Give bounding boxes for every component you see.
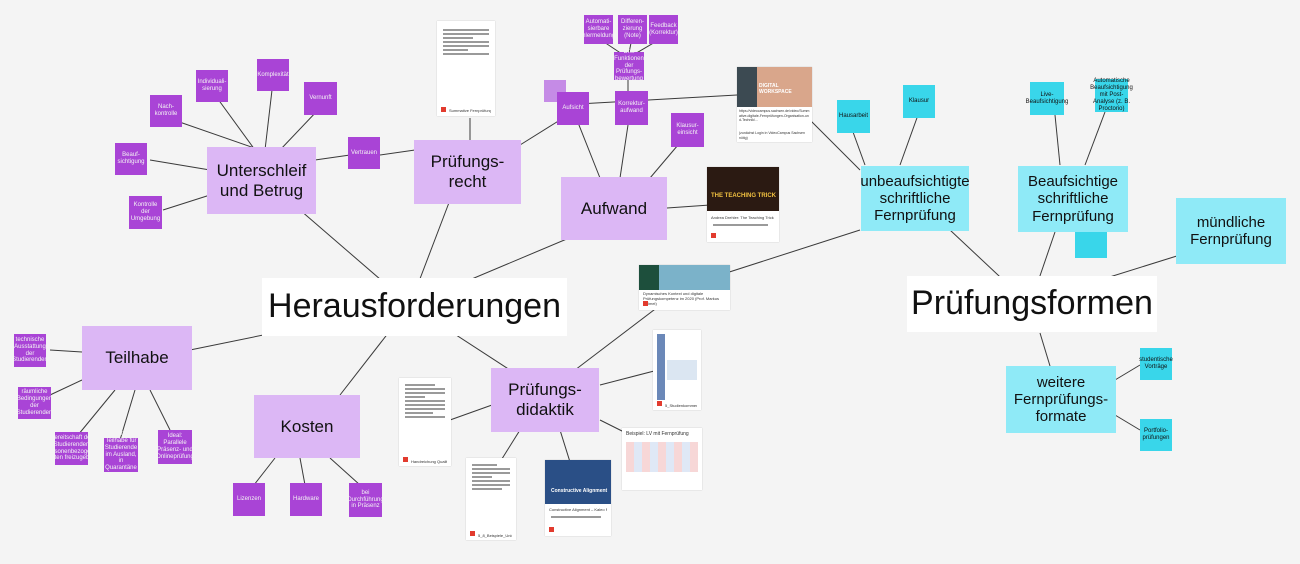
note-klausur[interactable]: Klausur bbox=[903, 85, 935, 118]
note-lizenzen[interactable]: Lizenzen bbox=[233, 483, 265, 516]
note-feedback[interactable]: Feedback (Korrektur) bbox=[649, 15, 678, 44]
topic-unbeaufsichtigt[interactable]: unbeaufsichtigte schriftliche Fernprüfun… bbox=[860, 166, 970, 231]
topic-unterschleif[interactable]: Unterschleif und Betrug bbox=[207, 147, 316, 214]
note-klausureinsicht[interactable]: Klausur-einsicht bbox=[671, 113, 704, 147]
card-lv-fernpruefung[interactable]: Beispiel: LV mit Fernprüfung bbox=[622, 428, 702, 490]
pdf-icon bbox=[441, 107, 446, 112]
topic-aufwand[interactable]: Aufwand bbox=[561, 177, 667, 240]
note-hardware[interactable]: Hardware bbox=[290, 483, 322, 516]
pdf-icon bbox=[403, 457, 408, 462]
note-portfoliopruefungen[interactable]: Portfolio-prüfungen bbox=[1140, 419, 1172, 451]
note-stack-cyan bbox=[1075, 232, 1107, 258]
video-title: Constructive Alignment bbox=[551, 488, 608, 494]
note-hausarbeit[interactable]: Hausarbeit bbox=[837, 100, 870, 133]
source-icon bbox=[711, 233, 716, 238]
note-vertrauen[interactable]: Vertrauen bbox=[348, 137, 380, 169]
topic-muendlich[interactable]: mündliche Fernprüfung bbox=[1176, 198, 1286, 264]
note-differenzierung[interactable]: Differen-zierung (Note) bbox=[618, 15, 647, 44]
note-chance-teilhabe[interactable]: Chance: Teilhabe für Studierende im Ausl… bbox=[104, 430, 138, 479]
card-digital-workspace[interactable]: DIGITAL WORKSPACE https://videocampus.sa… bbox=[737, 67, 812, 142]
topic-pruefungsrecht[interactable]: Prüfungs-recht bbox=[414, 140, 521, 204]
note-kontrolle-umgebung[interactable]: Kontrolle der Umgebung bbox=[129, 196, 162, 229]
video-thumbnail: Constructive Alignment bbox=[545, 460, 611, 504]
note-automatische-beaufsichtigung[interactable]: Automatische Beaufsichtigung mit Post-An… bbox=[1090, 78, 1133, 112]
topic-weitere-formate[interactable]: weitere Fernprüfungs-formate bbox=[1006, 366, 1116, 433]
card-caption: Summative Fernprüfung mit Mehrfach-Anti.… bbox=[449, 108, 491, 113]
note-aufsicht[interactable]: Aufsicht bbox=[557, 92, 589, 125]
videocampus-link: https://videocampus.sachsen.de/video/Sum… bbox=[739, 109, 810, 123]
card-caption: Beispiel: LV mit Fernprüfung bbox=[626, 431, 689, 437]
note-raeumliche-bedingungen[interactable]: räumliche Bedingungen der Studierenden bbox=[17, 387, 52, 419]
card-caption: Handreichung QualitFernPrüfung... bbox=[411, 459, 447, 464]
note-korrekturaufwand[interactable]: Korrektur-aufwand bbox=[615, 91, 648, 125]
topic-teilhabe[interactable]: Teilhabe bbox=[82, 326, 192, 390]
card-dynamische-kontexte[interactable]: Dynamisches Kontext und digitale Prüfung… bbox=[639, 265, 730, 310]
topic-beaufsichtigt[interactable]: Beaufsichtige schriftliche Fernprüfung bbox=[1018, 166, 1128, 232]
card-handreichung-pdf[interactable]: Handreichung QualitFernPrüfung... bbox=[399, 378, 451, 466]
card-caption: 5_8_Beispiele_Unix_Fernpruefu... bbox=[478, 533, 512, 538]
building-image bbox=[639, 265, 730, 290]
card-caption: Andrea Drehler: The Teaching Trick bbox=[711, 215, 774, 220]
card-teaching-trick[interactable]: THE TEACHING TRICK Andrea Drehler: The T… bbox=[707, 167, 779, 242]
workspace-title: DIGITAL WORKSPACE bbox=[759, 83, 792, 95]
pdf-icon bbox=[657, 401, 662, 406]
hub-herausforderungen[interactable]: Herausforderungen bbox=[262, 278, 567, 336]
card-caption: 5_Studienkommentar-Fernprüfu... bbox=[665, 403, 697, 408]
source-icon bbox=[643, 301, 648, 306]
workspace-stripe bbox=[737, 67, 757, 107]
card-beispiele-pdf[interactable]: 5_8_Beispiele_Unix_Fernpruefu... bbox=[466, 458, 516, 540]
card-caption: Dynamisches Kontext und digitale Prüfung… bbox=[643, 292, 720, 306]
pdf-icon bbox=[470, 531, 475, 536]
login-hint: (zunächst Login in VideoCampus Sachsen n… bbox=[739, 131, 805, 140]
note-bereitschaft-daten[interactable]: Bereitschaft der Studierenden personenbe… bbox=[46, 432, 97, 465]
topic-kosten[interactable]: Kosten bbox=[254, 395, 360, 458]
note-technische-ausstattung[interactable]: technische Ausstattung der Studierenden bbox=[12, 334, 48, 367]
card-studienkommentar-pdf[interactable]: 5_Studienkommentar-Fernprüfu... bbox=[653, 330, 701, 410]
doc-sidebar bbox=[657, 334, 665, 400]
note-durchfuehrung-praesenz[interactable]: bei Durchführung in Präsenz bbox=[347, 483, 384, 517]
note-studentische-vortraege[interactable]: studentische Vorträge bbox=[1139, 348, 1173, 380]
hub-pruefungsformen[interactable]: Prüfungsformen bbox=[907, 276, 1157, 332]
source-icon bbox=[549, 527, 554, 532]
note-live-beaufsichtigung[interactable]: Live-Beaufsichtigung bbox=[1026, 82, 1068, 115]
note-vernunft[interactable]: Vernunft bbox=[304, 82, 337, 115]
teaching-image-text: THE TEACHING TRICK bbox=[711, 193, 776, 199]
note-nachkontrolle[interactable]: Nach-kontrolle bbox=[150, 95, 182, 127]
card-summative-pdf[interactable]: Summative Fernprüfung mit Mehrfach-Anti.… bbox=[437, 21, 495, 116]
card-caption: Constructive Alignment – Kaleo Phillips bbox=[549, 507, 607, 512]
note-automatisierte[interactable]: Automati-sierbare Fehlermeldungen bbox=[575, 15, 622, 44]
note-komplexitaet[interactable]: Komplexität bbox=[257, 59, 289, 91]
note-ideal-parallele[interactable]: Ideal: Parallele Präsenz- und Onlineprüf… bbox=[156, 430, 194, 464]
card-constructive-alignment[interactable]: Constructive Alignment Constructive Alig… bbox=[545, 460, 611, 536]
topic-pruefungsdidaktik[interactable]: Prüfungs-didaktik bbox=[491, 368, 599, 432]
note-drei-funktionen[interactable]: Drei Funktionen der Prüfungs-bewertung bbox=[614, 48, 644, 83]
note-individualisierung[interactable]: Individuali-sierung bbox=[196, 70, 228, 102]
note-beaufsichtigung[interactable]: Beauf-sichtigung bbox=[115, 143, 147, 175]
teaching-image: THE TEACHING TRICK bbox=[707, 167, 779, 211]
